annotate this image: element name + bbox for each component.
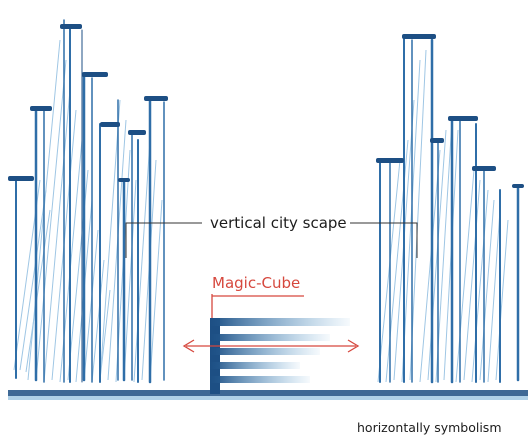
right-tower-lines	[379, 35, 520, 384]
horizontally-symbolism-label: horizontally symbolism	[357, 420, 502, 435]
left-tower-lines	[15, 19, 165, 384]
ground-line	[8, 390, 528, 400]
vertical-city-scape-label: vertical city scape	[210, 214, 347, 232]
magic-cube-figure	[210, 318, 350, 394]
right-tower-caps	[376, 34, 524, 188]
left-tower-caps	[8, 24, 168, 182]
right-tower-cluster	[377, 49, 509, 383]
vertical-callout-lines	[125, 222, 418, 258]
magic-cube-label: Magic-Cube	[212, 274, 301, 292]
horizontal-arrow	[182, 294, 360, 353]
